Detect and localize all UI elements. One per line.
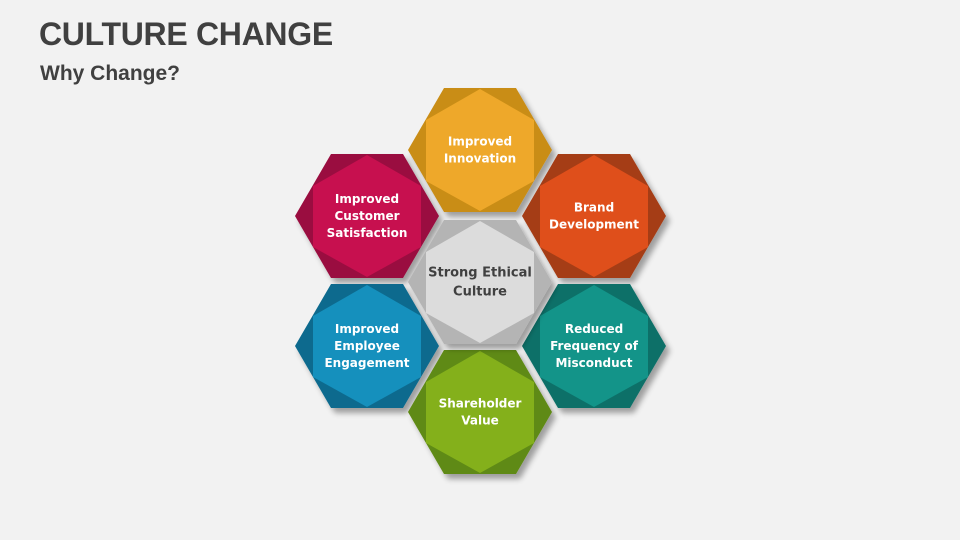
hexagon-inner [426, 89, 534, 211]
hexagon-inner [540, 155, 648, 277]
label-line: Innovation [444, 152, 516, 166]
hexagon-inner [426, 221, 534, 343]
label-line: Reduced [565, 322, 623, 336]
slide-title: CULTURE CHANGE [39, 16, 333, 52]
label-line: Improved [448, 135, 512, 149]
label-line: Value [461, 414, 499, 428]
label-line: Development [549, 218, 639, 232]
label-line: Improved [335, 322, 399, 336]
label-line: Misconduct [555, 356, 632, 370]
slide-subtitle: Why Change? [40, 62, 180, 85]
label-line: Brand [574, 201, 614, 215]
hexagon-inner [313, 285, 421, 407]
label-line: Frequency of [550, 339, 639, 353]
label-line: Shareholder [439, 397, 522, 411]
label-line: Customer [334, 209, 399, 223]
hexagon-inner [540, 285, 648, 407]
label-line: Culture [453, 285, 507, 300]
hexagon-inner [313, 155, 421, 277]
label-line: Engagement [324, 356, 409, 370]
label-line: Employee [334, 339, 400, 353]
label-line: Improved [335, 192, 399, 206]
label-line: Satisfaction [327, 226, 408, 240]
label-line: Strong Ethical [428, 266, 532, 281]
hexagon-inner [426, 351, 534, 473]
